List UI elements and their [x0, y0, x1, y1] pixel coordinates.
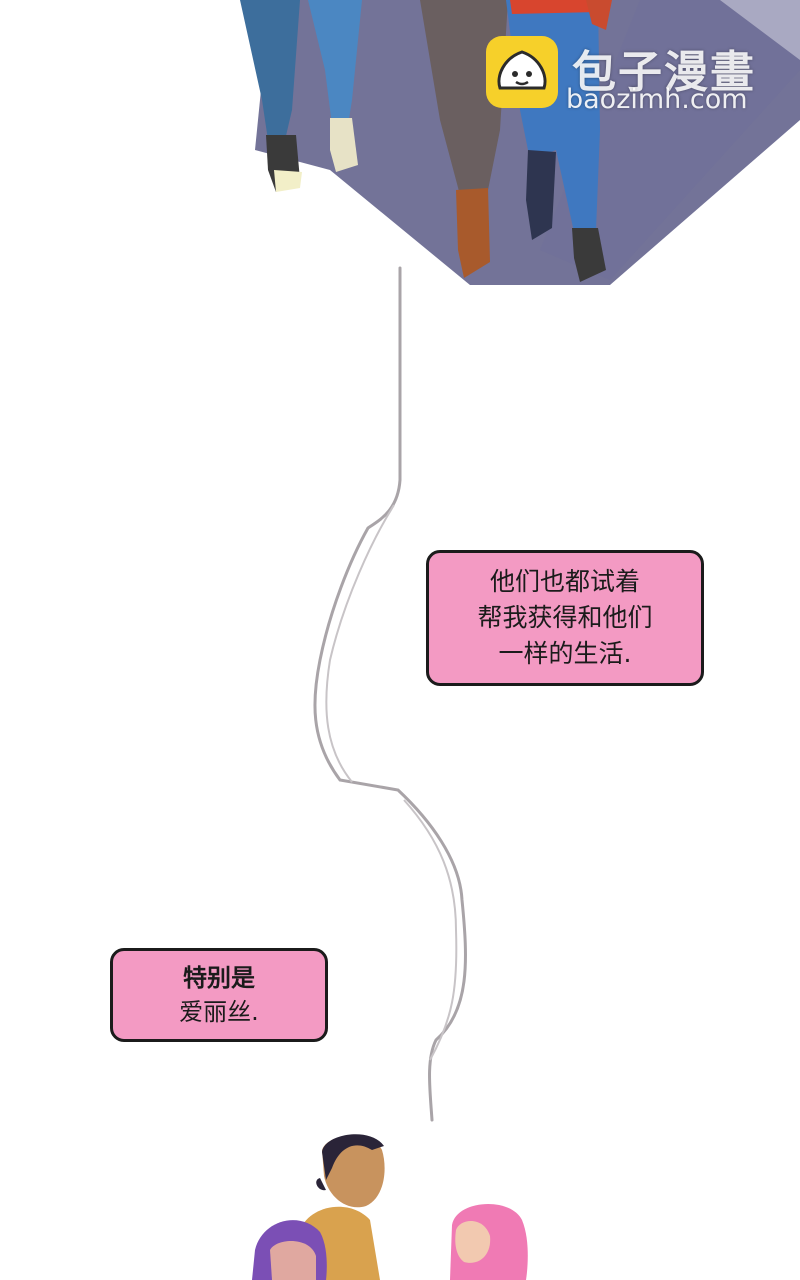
- bubble-1-line-1: 他们也都试着: [489, 567, 640, 596]
- bubble-1-line-3: 一样的生活.: [498, 639, 632, 668]
- speech-bubble-1: 他们也都试着 帮我获得和他们 一样的生活.: [426, 550, 704, 686]
- watermark-url: baozimh.com: [566, 84, 748, 115]
- bubble-1-line-2: 帮我获得和他们: [477, 603, 653, 632]
- bun-logo-icon: [486, 36, 558, 108]
- bubble-2-line-2: 爱丽丝.: [179, 998, 259, 1026]
- flowing-ribbon-line: [313, 266, 467, 1122]
- watermark-title: 包子漫畫: [572, 47, 756, 98]
- speech-bubble-2: 特别是 爱丽丝.: [110, 948, 328, 1042]
- bubble-2-line-1: 特别是: [183, 964, 255, 992]
- bottom-characters: [252, 1134, 528, 1280]
- watermark: 包子漫畫 baozimh.com: [486, 32, 786, 120]
- left-character-legs: [240, 0, 362, 192]
